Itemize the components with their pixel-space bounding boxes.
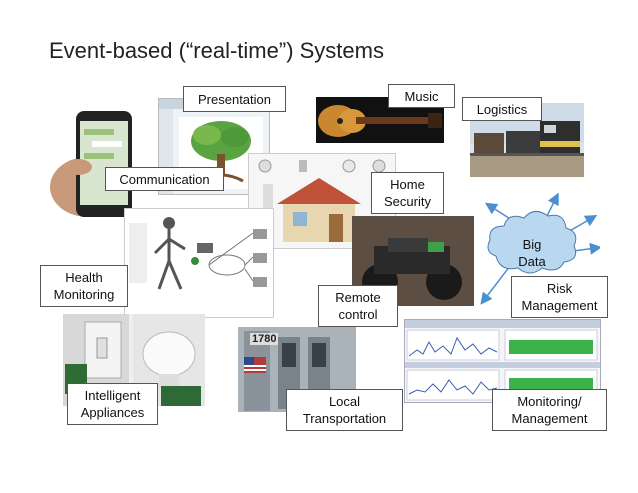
label-remote-control: Remote control	[318, 285, 398, 327]
rc-car-image	[352, 216, 474, 306]
label-big-data: Big Data	[518, 237, 546, 269]
label-music: Music	[388, 84, 455, 108]
phone-image	[48, 107, 138, 225]
guitar-image	[316, 97, 444, 143]
label-home-security: Home Security	[371, 172, 444, 214]
big-data-cloud	[470, 192, 602, 308]
train-number: 1780	[250, 333, 279, 345]
label-presentation: Presentation	[183, 86, 286, 112]
label-intelligent-appliances: Intelligent Appliances	[67, 383, 158, 425]
health-diagram-image	[124, 208, 274, 318]
label-local-transportation: Local Transportation	[286, 389, 403, 431]
label-risk-management: Risk Management	[511, 276, 608, 318]
label-communication: Communication	[105, 167, 224, 191]
label-monitoring-management: Monitoring/ Management	[492, 389, 607, 431]
slide-title: Event-based (“real-time”) Systems	[49, 38, 384, 63]
label-health-monitoring: Health Monitoring	[40, 265, 128, 307]
subway-image: 1780	[238, 327, 356, 412]
label-logistics: Logistics	[462, 97, 542, 121]
